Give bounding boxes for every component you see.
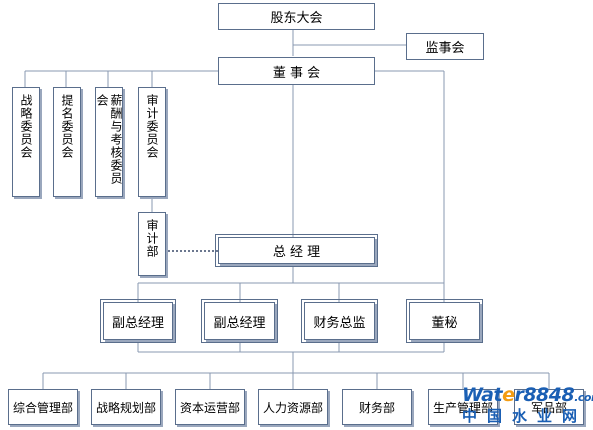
cfo-label: 财务总监 [313,315,366,331]
department-box-production-management: 生产管理部 [428,389,498,425]
audit-department-box: 审计部 [138,212,166,276]
supervisory-board-box: 监事会 [406,33,484,60]
department-label: 综合管理部 [12,400,73,415]
strategy-committee-label: 战略委员会 [19,94,33,159]
general-manager-label: 总 经 理 [272,245,321,260]
department-box-strategic-planning: 战略规划部 [91,389,161,425]
nomination-committee-label: 提名委员会 [60,94,74,159]
strategy-committee-box: 战略委员会 [12,87,40,197]
deputy-gm-label: 副总经理 [213,315,266,331]
department-box-general-admin: 综合管理部 [8,389,78,425]
department-label: 资本运营部 [179,400,240,415]
board-of-directors-label: 董 事 会 [272,65,321,81]
deputy-gm-box-2: 副总经理 [201,299,278,343]
deputy-gm-label: 副总经理 [111,315,164,331]
board-of-directors-box: 董 事 会 [218,57,375,85]
shareholders-meeting-box: 股东大会 [218,3,375,30]
shareholders-meeting-label: 股东大会 [270,11,323,26]
department-label: 生产管理部 [432,400,493,415]
audit-committee-label: 审计委员会 [145,94,159,159]
audit-department-label: 审计部 [145,219,159,258]
department-box-capital-operations: 资本运营部 [175,389,245,425]
cfo-box: 财务总监 [301,299,378,343]
department-label: 人力资源部 [262,400,323,415]
board-secretary-box: 董秘 [406,299,483,343]
department-label: 战略规划部 [95,400,156,415]
department-box-human-resources: 人力资源部 [258,389,328,425]
nomination-committee-box: 提名委员会 [53,87,81,197]
audit-committee-box: 审计委员会 [138,87,166,197]
department-label: 财务部 [358,400,395,415]
deputy-gm-box-1: 副总经理 [100,299,176,343]
department-label: 军品部 [530,400,567,415]
compensation-committee-box: 薪酬与考核委员会 [95,87,123,197]
department-box-military-products: 军品部 [514,389,584,425]
general-manager-box: 总 经 理 [215,234,378,267]
department-box-finance: 财务部 [342,389,412,425]
compensation-committee-label: 薪酬与考核委员会 [95,94,123,185]
supervisory-board-label: 监事会 [425,41,465,56]
board-secretary-label: 董秘 [431,315,458,331]
